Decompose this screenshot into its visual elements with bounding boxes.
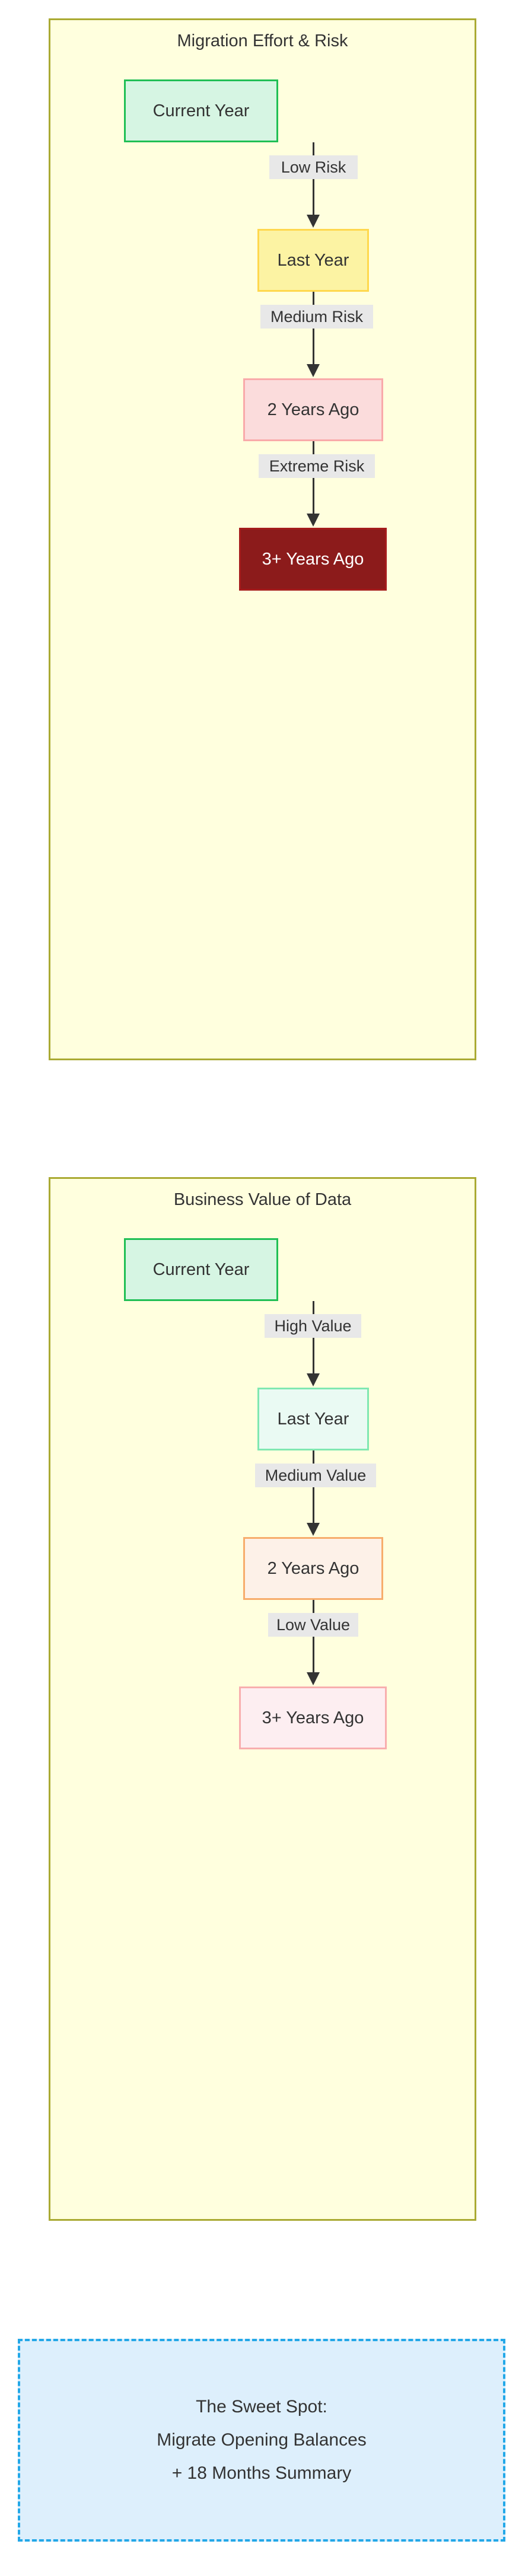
- edge-arrowhead-medium-risk: [307, 364, 320, 377]
- edge-line-low-risk: [313, 142, 314, 217]
- edge-line-medium-value: [313, 1450, 314, 1525]
- edge-label-medium-risk: Medium Risk: [260, 305, 373, 329]
- callout-line-1: The Sweet Spot:: [196, 2397, 327, 2416]
- callout-line-2: Migrate Opening Balances: [157, 2430, 367, 2450]
- edge-label-medium-value: Medium Value: [255, 1464, 376, 1487]
- edge-label-extreme-risk: Extreme Risk: [259, 454, 375, 478]
- edge-arrowhead-low-value: [307, 1672, 320, 1685]
- edge-line-high-value: [313, 1301, 314, 1376]
- node-value-2-years-ago[interactable]: 2 Years Ago: [243, 1537, 383, 1600]
- node-label: Last Year: [277, 1409, 349, 1429]
- edge-arrowhead-high-value: [307, 1373, 320, 1386]
- callout-line-3: + 18 Months Summary: [171, 2463, 352, 2483]
- node-label: Last Year: [277, 250, 349, 270]
- edge-label-low-value: Low Value: [268, 1613, 358, 1637]
- node-label: Current Year: [152, 1260, 250, 1279]
- node-value-3-plus-years-ago[interactable]: 3+ Years Ago: [239, 1686, 387, 1749]
- node-label: 3+ Years Ago: [262, 549, 364, 569]
- subgraph-title-migration-effort-risk: Migration Effort & Risk: [177, 31, 348, 50]
- node-effort-2-years-ago[interactable]: 2 Years Ago: [243, 378, 383, 441]
- edge-label-low-risk: Low Risk: [269, 155, 358, 179]
- edge-arrowhead-low-risk: [307, 215, 320, 228]
- node-effort-3-plus-years-ago[interactable]: 3+ Years Ago: [239, 528, 387, 591]
- node-label: 3+ Years Ago: [262, 1708, 364, 1727]
- node-label: 2 Years Ago: [267, 400, 359, 419]
- edge-line-low-value: [313, 1600, 314, 1675]
- edge-arrowhead-medium-value: [307, 1523, 320, 1536]
- node-effort-current-year[interactable]: Current Year: [124, 79, 278, 142]
- node-value-last-year[interactable]: Last Year: [257, 1388, 369, 1450]
- edge-line-medium-risk: [313, 292, 314, 366]
- node-effort-last-year[interactable]: Last Year: [257, 229, 369, 292]
- node-label: Current Year: [152, 101, 250, 120]
- node-value-current-year[interactable]: Current Year: [124, 1238, 278, 1301]
- subgraph-title-business-value-of-data: Business Value of Data: [173, 1190, 352, 1209]
- sweet-spot-callout[interactable]: The Sweet Spot: Migrate Opening Balances…: [18, 2339, 505, 2542]
- edge-line-extreme-risk: [313, 441, 314, 516]
- edge-arrowhead-extreme-risk: [307, 514, 320, 527]
- edge-label-high-value: High Value: [265, 1314, 361, 1338]
- node-label: 2 Years Ago: [267, 1558, 359, 1578]
